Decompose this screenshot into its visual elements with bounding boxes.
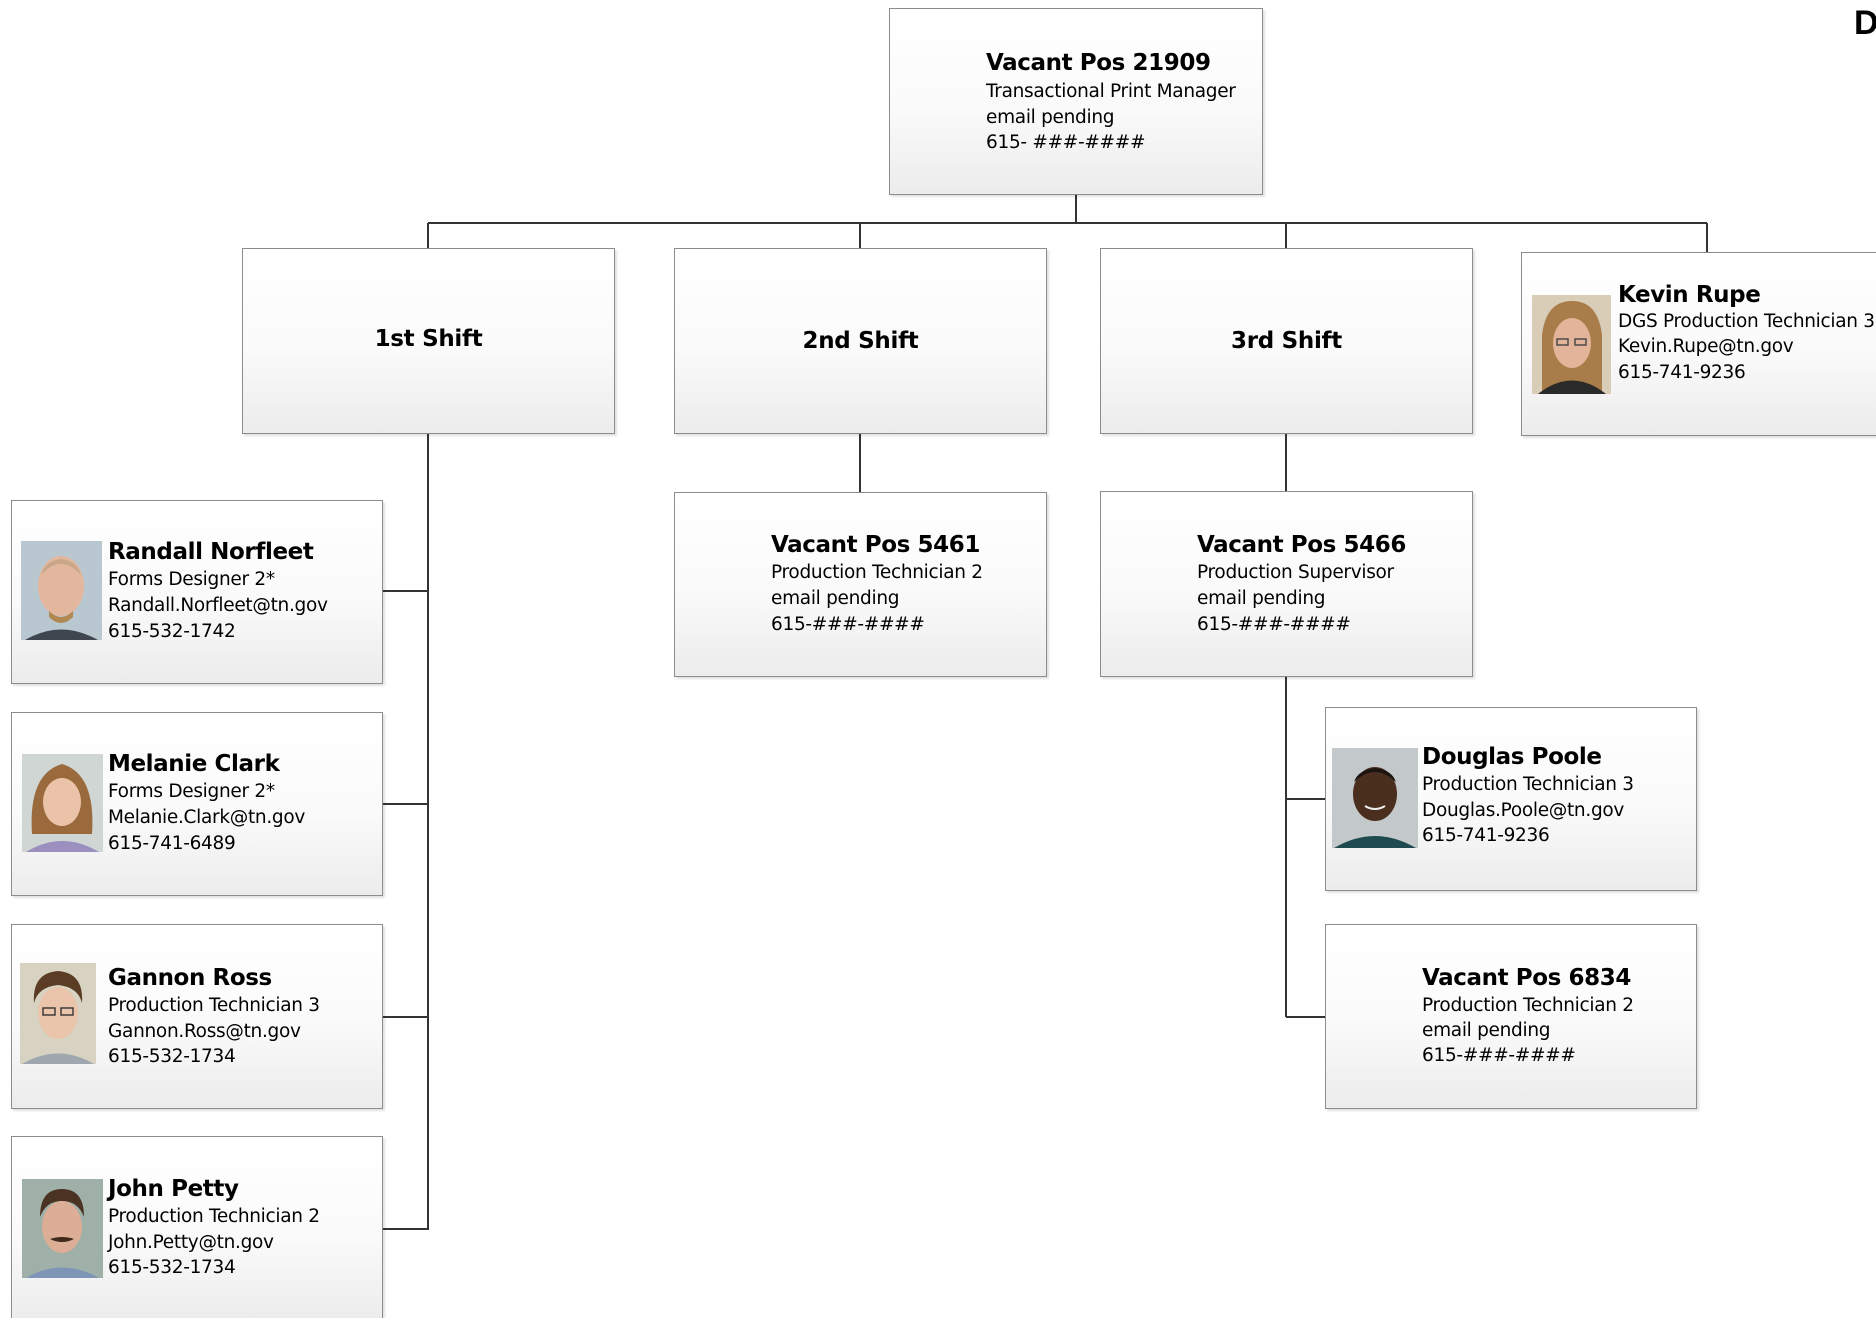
phone-text: 615- ###-#### xyxy=(986,132,1146,153)
person-name: Vacant Pos 6834 xyxy=(1422,965,1631,991)
person-photo-icon xyxy=(20,963,96,1064)
randall-norfleet-box: Randall Norfleet Forms Designer 2* Randa… xyxy=(11,500,383,684)
job-title: Transactional Print Manager xyxy=(986,81,1236,102)
job-title: Production Supervisor xyxy=(1197,562,1394,583)
person-photo-icon xyxy=(1332,748,1418,848)
page-corner-letter: D xyxy=(1854,4,1876,42)
phone-text: 615-741-9236 xyxy=(1618,362,1746,383)
person-photo-icon xyxy=(22,754,103,852)
phone-text: 615-532-1742 xyxy=(108,621,236,642)
phone-text: 615-741-9236 xyxy=(1422,825,1550,846)
shift-label: 3rd Shift xyxy=(1231,328,1342,354)
email-text: Gannon.Ross@tn.gov xyxy=(108,1021,301,1042)
job-title: Production Technician 2 xyxy=(1422,995,1634,1016)
person-name: Gannon Ross xyxy=(108,965,272,991)
shift-label: 2nd Shift xyxy=(802,328,919,354)
email-text: John.Petty@tn.gov xyxy=(108,1232,274,1253)
person-name: Vacant Pos 21909 xyxy=(986,50,1211,76)
person-name: Vacant Pos 5466 xyxy=(1197,532,1406,558)
email-text: email pending xyxy=(1422,1020,1551,1041)
shift3-box: 3rd Shift xyxy=(1100,248,1473,434)
job-title: Production Technician 3 xyxy=(1422,774,1634,795)
job-title: Production Technician 3 xyxy=(108,995,320,1016)
email-text: Melanie.Clark@tn.gov xyxy=(108,807,306,828)
vacant-6834-box: Vacant Pos 6834 Production Technician 2 … xyxy=(1325,924,1697,1109)
phone-text: 615-532-1734 xyxy=(108,1257,236,1278)
email-text: email pending xyxy=(1197,588,1326,609)
person-name: Kevin Rupe xyxy=(1618,282,1761,308)
job-title: Production Technician 2 xyxy=(771,562,983,583)
douglas-poole-box: Douglas Poole Production Technician 3 Do… xyxy=(1325,707,1697,891)
person-photo-icon xyxy=(21,541,102,640)
shift1-box: 1st Shift xyxy=(242,248,615,434)
email-text: Douglas.Poole@tn.gov xyxy=(1422,800,1625,821)
phone-text: 615-741-6489 xyxy=(108,833,236,854)
gannon-ross-box: Gannon Ross Production Technician 3 Gann… xyxy=(11,924,383,1109)
manager-box: Vacant Pos 21909 Transactional Print Man… xyxy=(889,8,1263,195)
vacant-5466-box: Vacant Pos 5466 Production Supervisor em… xyxy=(1100,491,1473,677)
person-name: Vacant Pos 5461 xyxy=(771,532,980,558)
phone-text: 615-532-1734 xyxy=(108,1046,236,1067)
person-name: John Petty xyxy=(108,1176,239,1202)
job-title: Production Technician 2 xyxy=(108,1206,320,1227)
melanie-clark-box: Melanie Clark Forms Designer 2* Melanie.… xyxy=(11,712,383,896)
person-name: Randall Norfleet xyxy=(108,539,314,565)
john-petty-box: John Petty Production Technician 2 John.… xyxy=(11,1136,383,1318)
email-text: Kevin.Rupe@tn.gov xyxy=(1618,336,1794,357)
phone-text: 615-###-#### xyxy=(771,614,925,635)
shift2-box: 2nd Shift xyxy=(674,248,1047,434)
person-name: Melanie Clark xyxy=(108,751,280,777)
email-text: email pending xyxy=(771,588,900,609)
phone-text: 615-###-#### xyxy=(1197,614,1351,635)
job-title: Forms Designer 2* xyxy=(108,569,275,590)
shift-label: 1st Shift xyxy=(374,326,483,352)
phone-text: 615-###-#### xyxy=(1422,1045,1576,1066)
job-title: Forms Designer 2* xyxy=(108,781,275,802)
person-photo-icon xyxy=(22,1179,103,1278)
email-text: Randall.Norfleet@tn.gov xyxy=(108,595,328,616)
vacant-5461-box: Vacant Pos 5461 Production Technician 2 … xyxy=(674,492,1047,677)
kevin-rupe-box: Kevin Rupe DGS Production Technician 3 K… xyxy=(1521,252,1876,436)
job-title: DGS Production Technician 3 xyxy=(1618,311,1875,332)
person-name: Douglas Poole xyxy=(1422,744,1602,770)
email-text: email pending xyxy=(986,107,1115,128)
person-photo-icon xyxy=(1532,295,1611,394)
